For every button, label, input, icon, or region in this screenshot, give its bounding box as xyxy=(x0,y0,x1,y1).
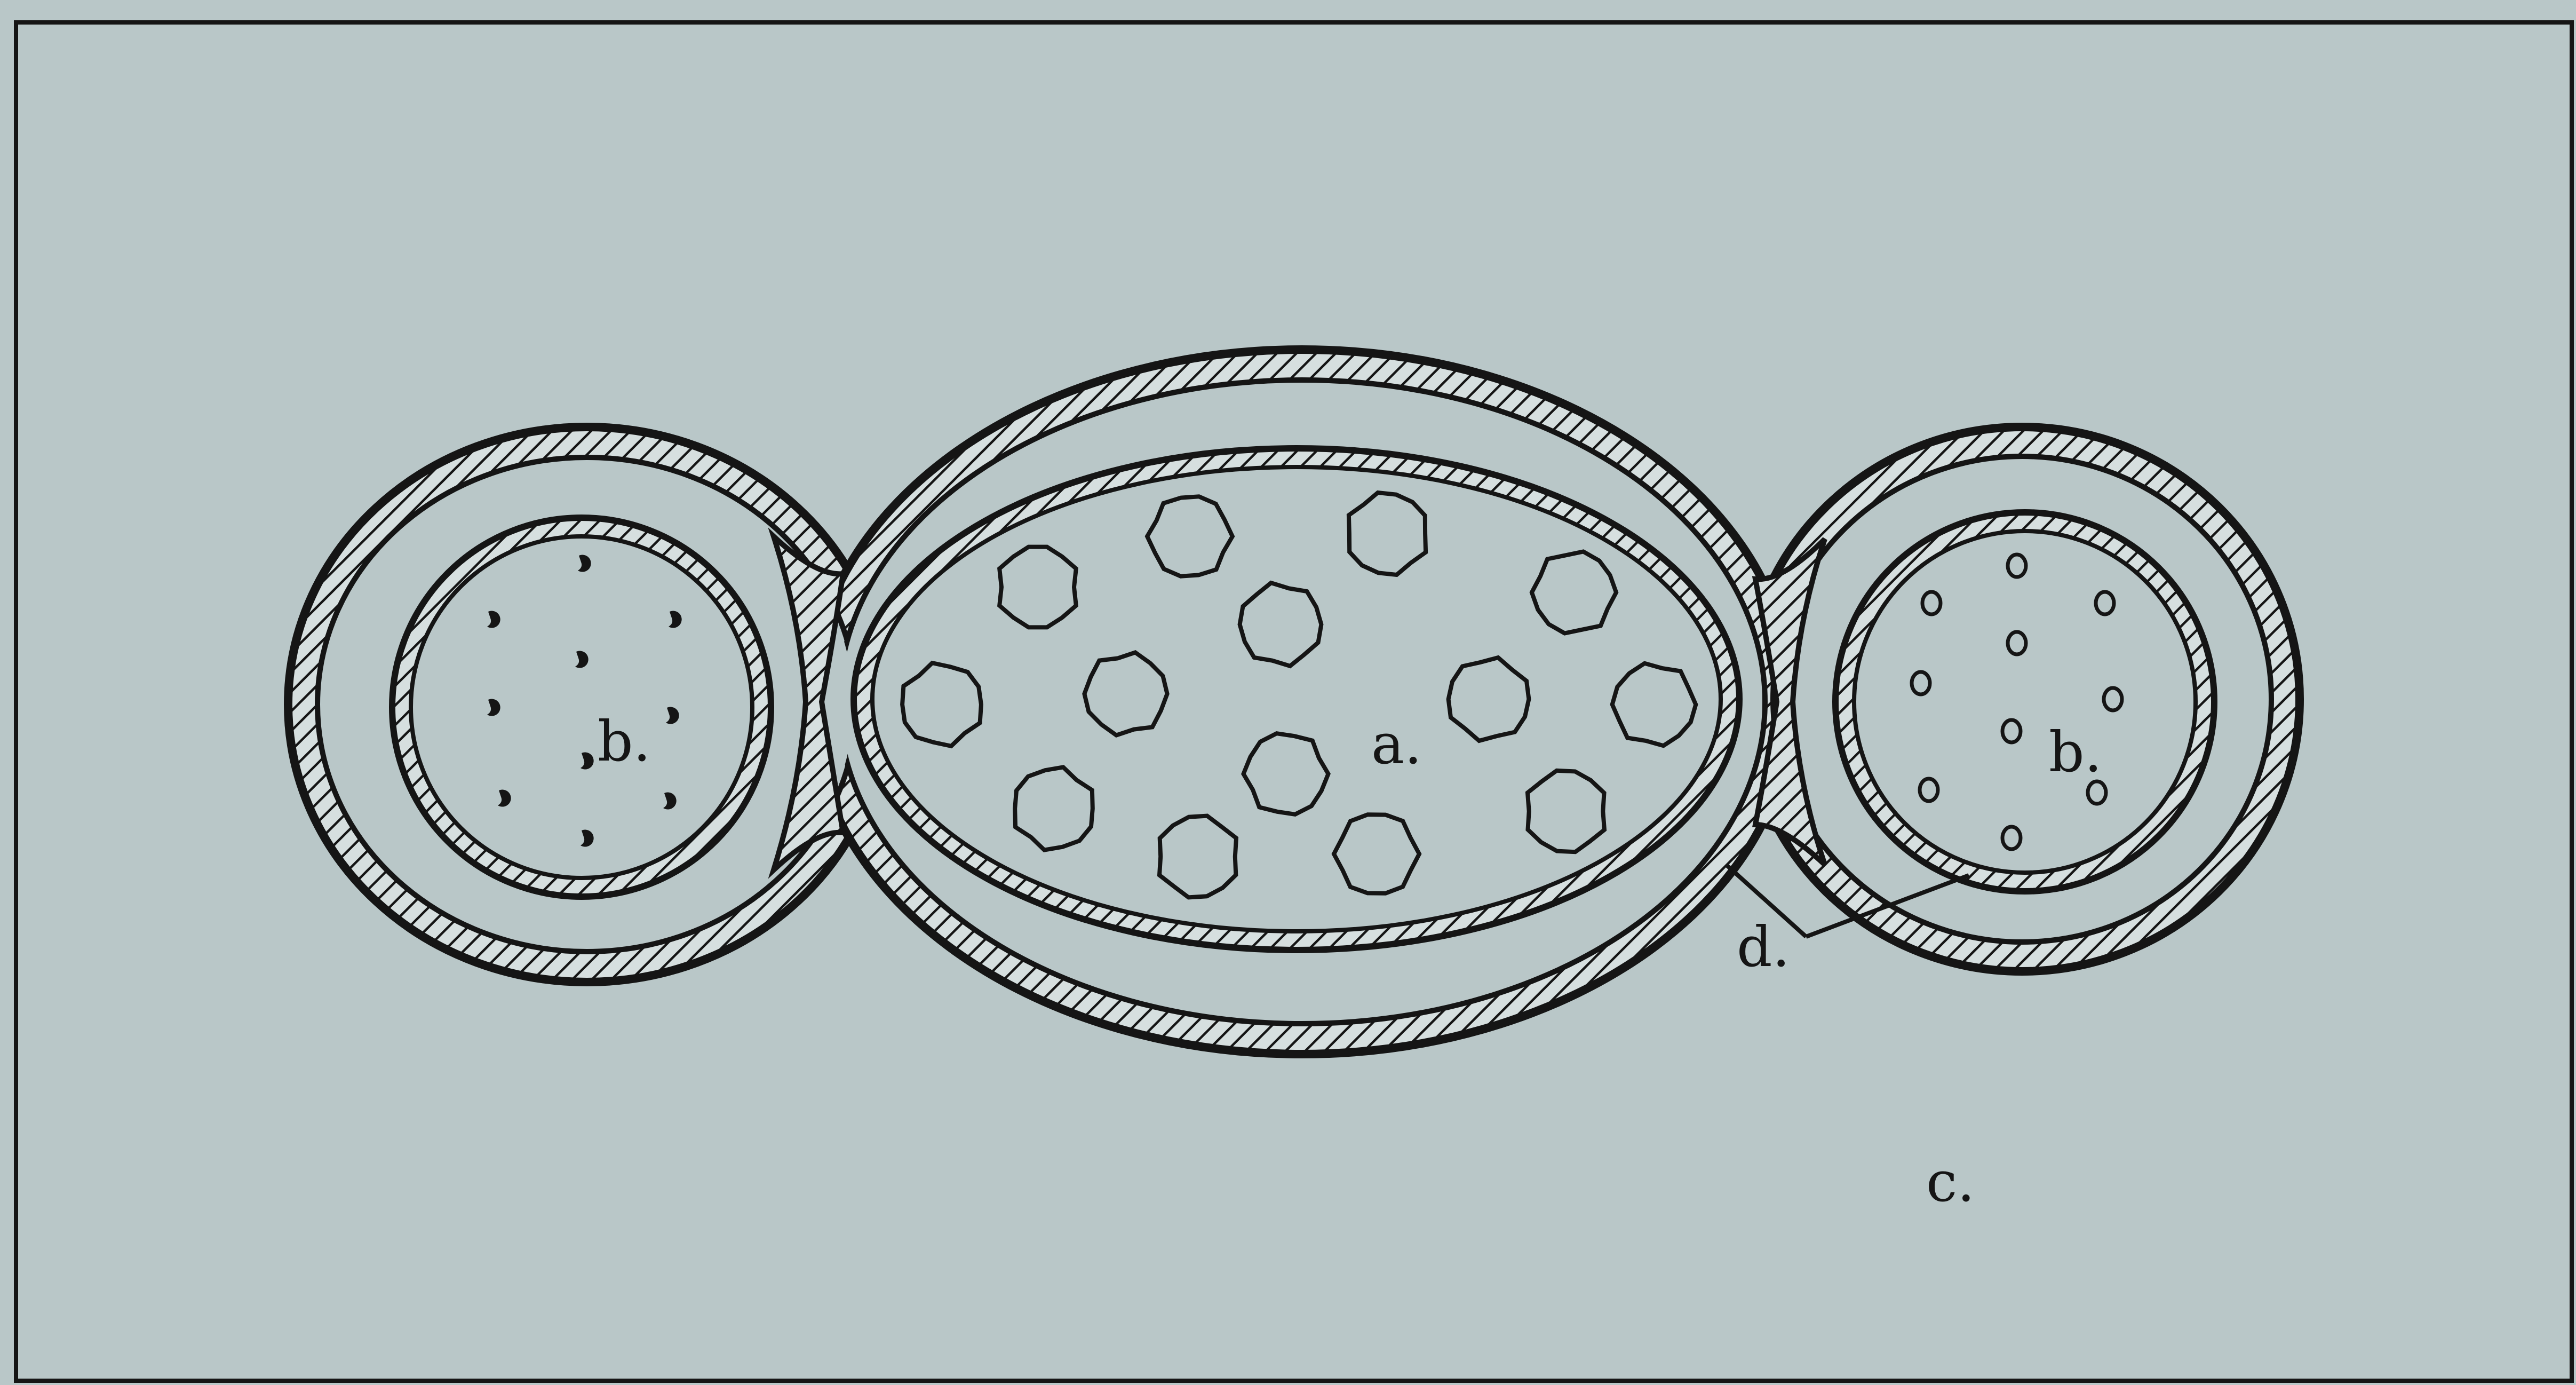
left-cell xyxy=(392,518,771,897)
label-c: c. xyxy=(1926,1149,1975,1214)
central-cell xyxy=(854,448,1739,950)
label-a: a. xyxy=(1371,711,1422,777)
label-b-left: b. xyxy=(598,709,651,774)
label-b-right: b. xyxy=(2049,719,2102,785)
label-d: d. xyxy=(1737,914,1790,979)
